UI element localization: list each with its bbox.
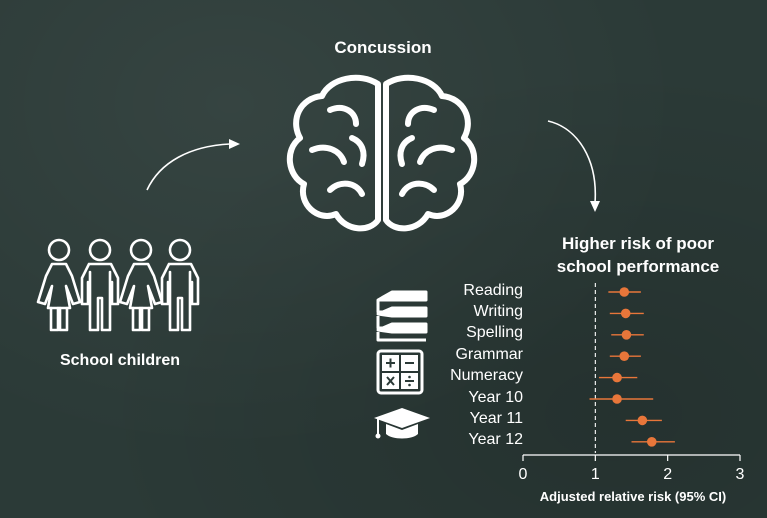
arrow-icon: [146, 139, 240, 191]
estimate-point: [646, 437, 657, 447]
brain-icon: [286, 74, 478, 232]
arrow-icon: [547, 120, 600, 212]
concussion-label: Concussion: [334, 38, 432, 57]
x-axis-label: Adjusted relative risk (95% CI): [539, 489, 727, 504]
estimate-point: [621, 330, 632, 340]
forest-plot: 0 1 2 3: [519, 283, 745, 483]
outcome-label: Reading: [463, 282, 523, 299]
outcome-title: Higher risk of poor school performance: [533, 232, 743, 278]
x-tick-label: 0: [519, 466, 528, 483]
x-tick-label: 2: [663, 466, 672, 483]
graduation-cap-icon: [374, 408, 430, 439]
outcome-label: Year 10: [468, 389, 523, 406]
calculator-icon: [376, 349, 424, 395]
estimate-point: [612, 394, 622, 404]
outcome-label: Grammar: [455, 346, 523, 363]
outcome-label: Spelling: [466, 324, 523, 341]
outcome-label: Year 12: [468, 431, 523, 448]
outcome-title-line: school performance: [556, 257, 720, 276]
estimate-point: [612, 372, 622, 383]
outcome-label: Numeracy: [450, 367, 523, 384]
estimate-point: [620, 308, 631, 319]
school-children-label: School children: [59, 352, 180, 369]
x-tick-label: 3: [736, 466, 745, 483]
books-icon: [376, 290, 428, 342]
outcome-label: Writing: [473, 303, 524, 320]
estimate-point: [637, 415, 648, 426]
outcome-label: Year 11: [469, 410, 523, 427]
outcome-title-line: Higher risk of poor: [561, 234, 715, 253]
children-icon: [36, 238, 200, 332]
x-tick-label: 1: [591, 466, 600, 483]
estimate-point: [619, 351, 630, 362]
estimate-point: [619, 287, 630, 297]
